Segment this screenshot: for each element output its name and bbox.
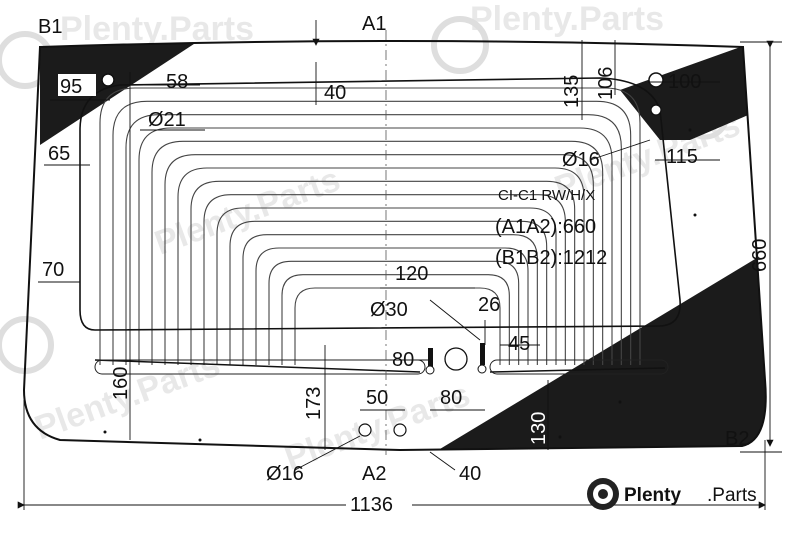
dim-50: 50 bbox=[366, 387, 388, 409]
heater-line bbox=[164, 154, 594, 365]
heater-line bbox=[177, 167, 585, 365]
hole-right-small bbox=[650, 104, 662, 116]
heater-line bbox=[268, 260, 520, 365]
heater-line bbox=[255, 247, 529, 365]
heater-line bbox=[203, 194, 566, 365]
heater-line bbox=[281, 274, 510, 365]
dim-70: 70 bbox=[42, 259, 64, 281]
connector-hole bbox=[444, 347, 468, 371]
dim-bg bbox=[346, 490, 412, 514]
point-label-b2: B2 bbox=[725, 428, 749, 450]
terminal-left bbox=[425, 348, 435, 375]
point-label-b1: B1 bbox=[38, 16, 62, 38]
brand-suffix: .Parts bbox=[707, 485, 757, 506]
dim-hole-16-bottom: Ø16 bbox=[266, 463, 304, 485]
dim-130: 130 bbox=[528, 412, 550, 445]
heater-line bbox=[151, 140, 604, 365]
dim-80-right: 80 bbox=[440, 387, 462, 409]
hole-top-right bbox=[648, 72, 664, 88]
dim-115: 115 bbox=[666, 146, 698, 168]
watermark-disc-icon bbox=[431, 16, 489, 74]
terminal-right bbox=[477, 343, 487, 374]
dim-1136: 1136 bbox=[350, 494, 393, 516]
dim-45: 45 bbox=[508, 333, 530, 355]
dim-26: 26 bbox=[478, 294, 500, 316]
point-label-a1: A1 bbox=[362, 13, 386, 35]
dim-173: 173 bbox=[303, 387, 325, 420]
bus-bar-left-strip bbox=[94, 359, 426, 375]
dim-120: 120 bbox=[395, 263, 428, 285]
point-label-a2: A2 bbox=[362, 463, 386, 485]
dim-106: 106 bbox=[595, 67, 617, 100]
bus-bar-left bbox=[94, 359, 421, 373]
watermark-text: Plenty.Parts bbox=[150, 160, 345, 262]
brand-name: Plenty bbox=[624, 485, 681, 506]
heater-line bbox=[242, 234, 538, 365]
dim-135: 135 bbox=[561, 75, 583, 108]
heater-line bbox=[229, 220, 548, 365]
dim-bg bbox=[58, 74, 96, 96]
heater-line bbox=[216, 207, 557, 365]
dim-40-bottom: 40 bbox=[459, 463, 481, 485]
dim-40-top: 40 bbox=[324, 82, 346, 104]
brand-logo: Plenty .Parts bbox=[587, 478, 757, 510]
heater-line bbox=[138, 127, 613, 365]
dim-58: 58 bbox=[166, 71, 188, 93]
dim-160: 160 bbox=[110, 367, 132, 400]
dim-95: 95 bbox=[60, 76, 82, 98]
heater-grid bbox=[99, 87, 641, 365]
black-band-bottom-right bbox=[430, 250, 766, 450]
bus-bar-right bbox=[489, 367, 666, 373]
heater-line bbox=[112, 100, 632, 365]
brake-disc-icon bbox=[587, 478, 619, 510]
dim-hole-30: Ø30 bbox=[370, 299, 408, 321]
dim-hole-16-right: Ø16 bbox=[562, 149, 600, 171]
spec-a1a2: (A1A2):660 bbox=[495, 216, 596, 238]
hole-top-left bbox=[101, 73, 115, 87]
dim-660: 660 bbox=[749, 239, 771, 272]
spec-code: CI-C1 RW/H/X bbox=[498, 187, 595, 204]
watermark-text: Plenty.Parts bbox=[470, 0, 664, 38]
dim-100: 100 bbox=[668, 71, 701, 93]
dim-80-left: 80 bbox=[392, 349, 414, 371]
heater-line bbox=[125, 114, 622, 365]
glass-outline bbox=[22, 40, 767, 452]
inner-frame bbox=[79, 77, 681, 331]
heater-line bbox=[99, 87, 641, 365]
spec-b1b2: (B1B2):1212 bbox=[495, 247, 607, 269]
heater-line bbox=[190, 180, 576, 365]
hole-bottom-left bbox=[358, 423, 372, 437]
bus-bar-right-strip bbox=[489, 359, 669, 375]
marker-dots bbox=[103, 128, 697, 442]
dim-hole-21: Ø21 bbox=[148, 109, 186, 131]
black-band-top-left bbox=[40, 41, 200, 145]
dim-65: 65 bbox=[48, 143, 70, 165]
hole-bottom-right bbox=[393, 423, 407, 437]
